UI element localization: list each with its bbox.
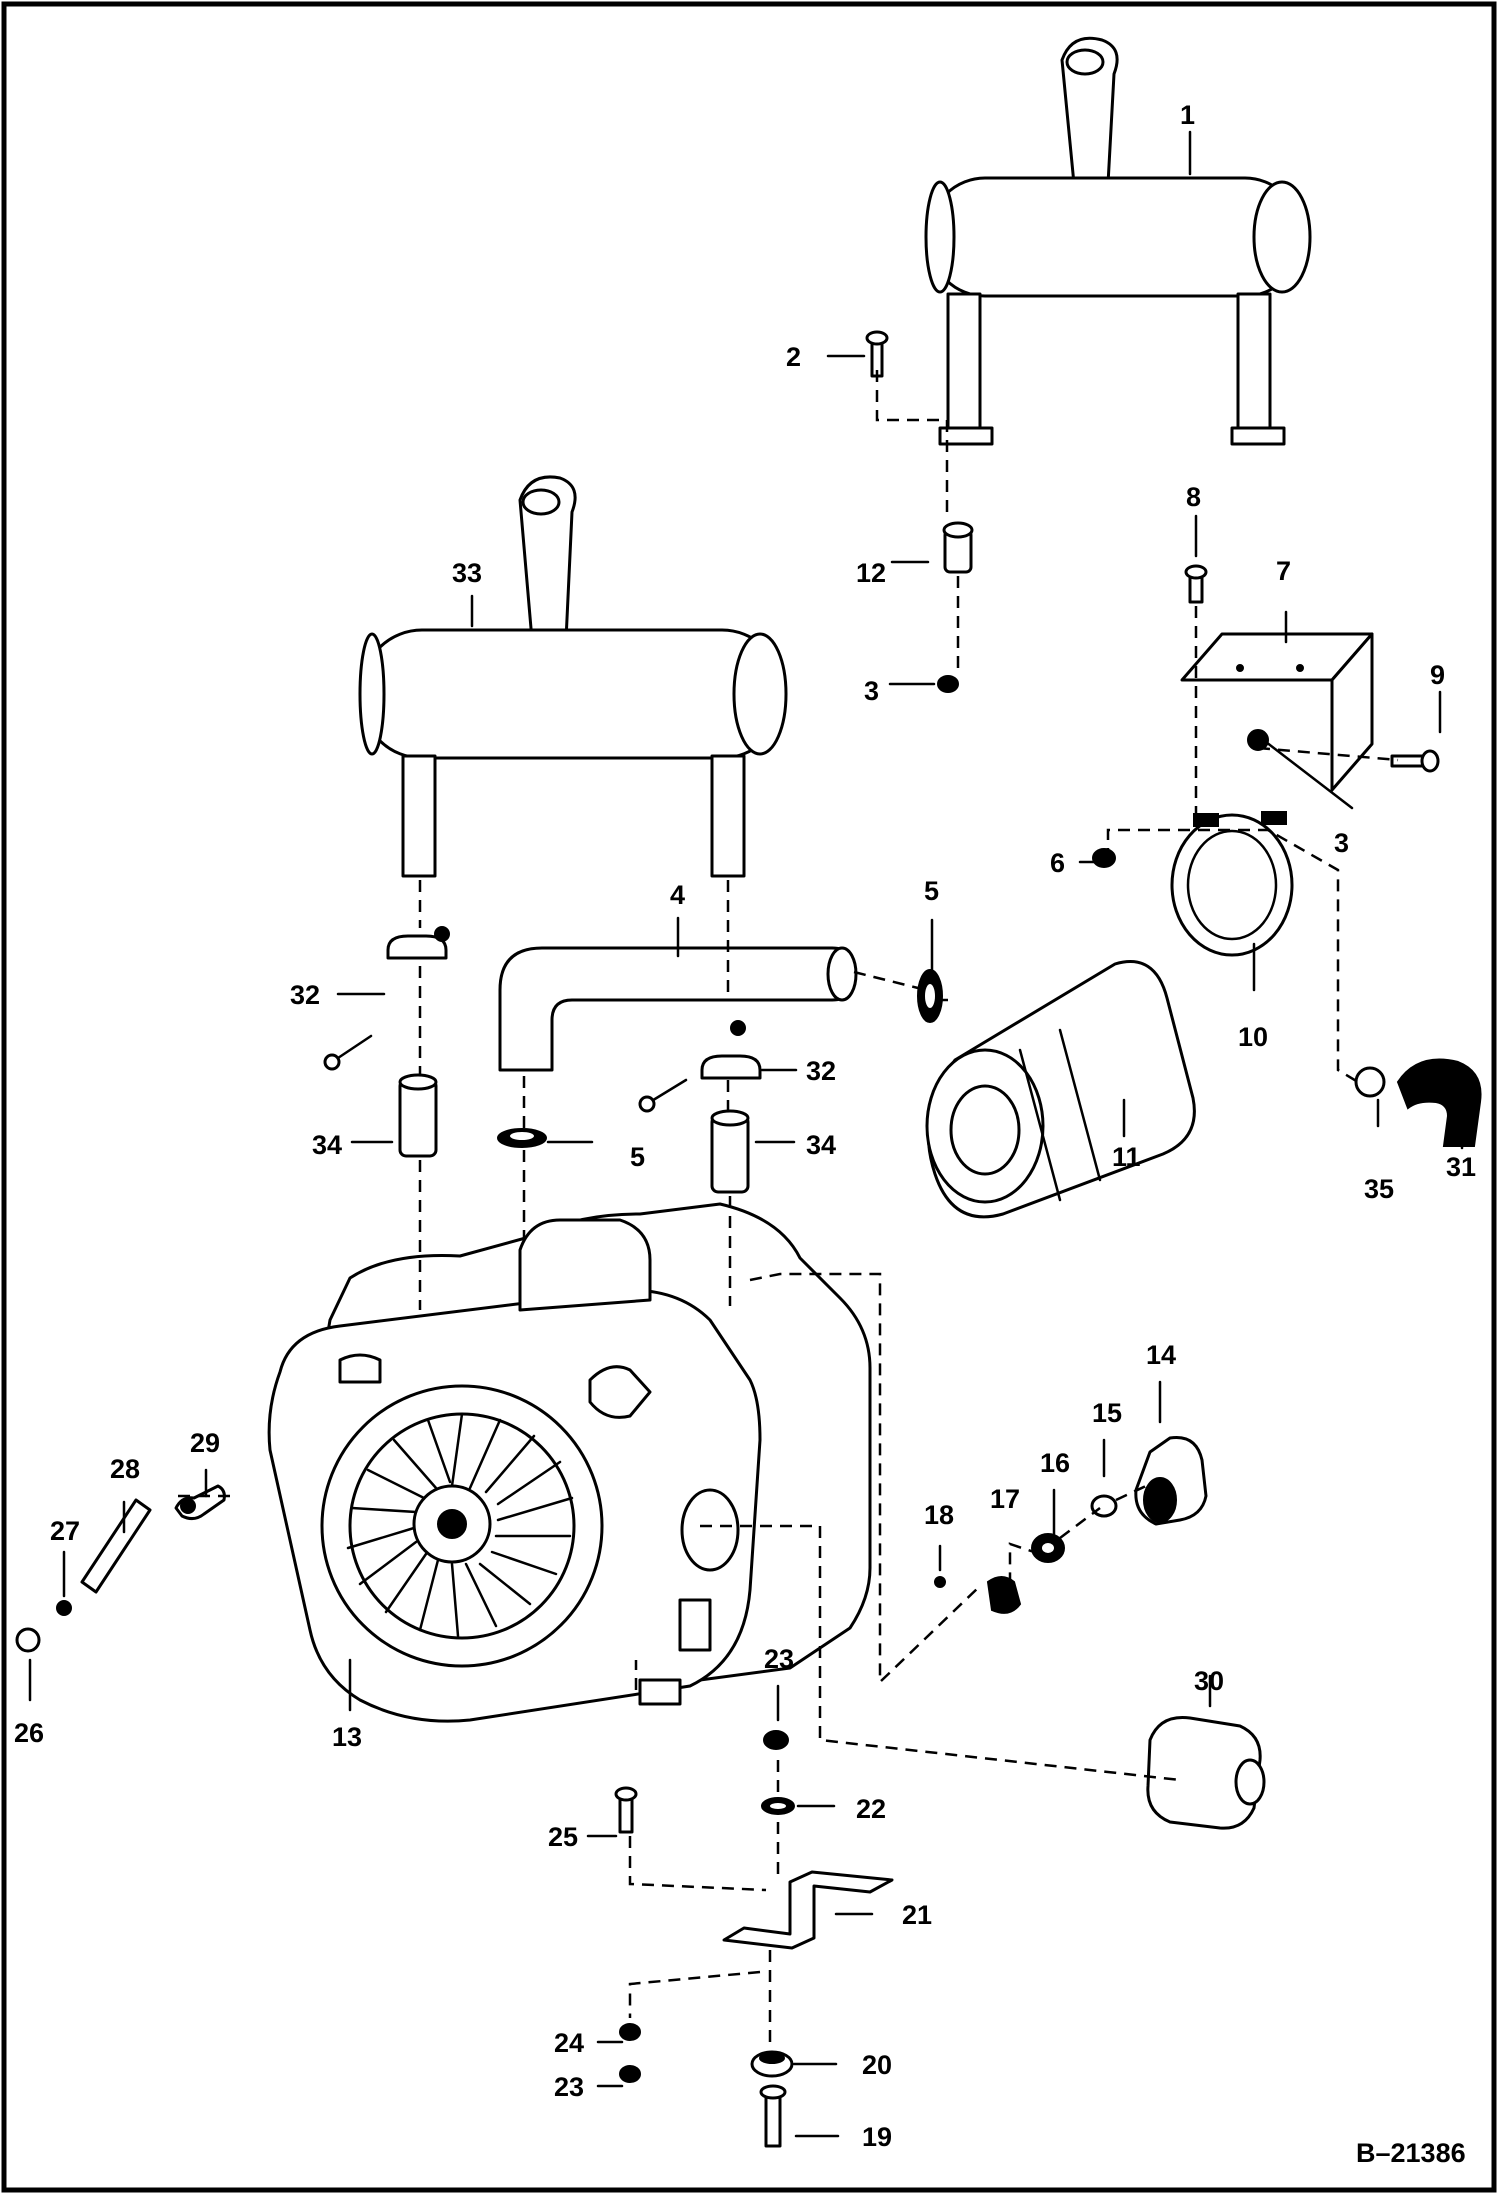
callout-32b: 32: [806, 1056, 836, 1086]
callout-29: 29: [190, 1428, 220, 1458]
callout-20: 20: [862, 2050, 892, 2080]
callout-27: 27: [50, 1516, 80, 1546]
callout-1: 1: [1180, 100, 1195, 130]
callout-26: 26: [14, 1718, 44, 1748]
callout-3: 3: [864, 676, 879, 706]
callout-33: 33: [452, 558, 482, 588]
callout-10: 10: [1238, 1022, 1268, 1052]
callout-30: 30: [1194, 1666, 1224, 1696]
engine: [267, 1202, 872, 1723]
callout-17: 17: [990, 1484, 1020, 1514]
callout-28: 28: [110, 1454, 140, 1484]
callouts: 1 2 12 3 8 7 9 3 6 10 5 4 33 32 32 34 34…: [14, 100, 1476, 2152]
callout-15: 15: [1092, 1398, 1122, 1428]
callout-22: 22: [856, 1794, 886, 1824]
callout-4: 4: [670, 880, 685, 910]
callout-31: 31: [1446, 1152, 1476, 1182]
assembly-lines: [170, 370, 1399, 2050]
callout-11: 11: [1112, 1142, 1141, 1172]
callout-5a: 5: [924, 876, 939, 906]
exhaust-pipe: [498, 946, 856, 1072]
callout-34b: 34: [806, 1130, 836, 1160]
muffler-lower: [358, 475, 788, 878]
muffler-upper: [924, 36, 1312, 446]
callout-18: 18: [924, 1500, 954, 1530]
callout-7: 7: [1276, 556, 1291, 586]
engine-mount-bracket: [722, 1870, 894, 1950]
callout-9: 9: [1430, 660, 1445, 690]
callout-23a: 23: [764, 1644, 794, 1674]
callout-12: 12: [856, 558, 886, 588]
callout-19: 19: [862, 2122, 892, 2152]
callout-35: 35: [1364, 1174, 1394, 1204]
callout-24: 24: [554, 2028, 584, 2058]
hose-elbow: [1396, 1058, 1482, 1147]
callout-5b: 5: [630, 1142, 645, 1172]
leader-lines: [28, 130, 1464, 2138]
callout-6: 6: [1050, 848, 1065, 878]
callout-25: 25: [548, 1822, 578, 1852]
callout-16: 16: [1040, 1448, 1070, 1478]
callout-13: 13: [332, 1722, 362, 1752]
callout-21: 21: [902, 1900, 932, 1930]
callout-8: 8: [1186, 482, 1201, 512]
callout-34a: 34: [312, 1130, 342, 1160]
callout-14: 14: [1146, 1340, 1176, 1370]
callout-3b: 3: [1334, 828, 1349, 858]
callout-2: 2: [786, 342, 801, 372]
callout-23b: 23: [554, 2072, 584, 2102]
drawing-id: B–21386: [1356, 2138, 1466, 2168]
callout-32a: 32: [290, 980, 320, 1010]
air-cleaner: [925, 960, 1196, 1219]
fuel-filter: [1146, 1715, 1262, 1830]
